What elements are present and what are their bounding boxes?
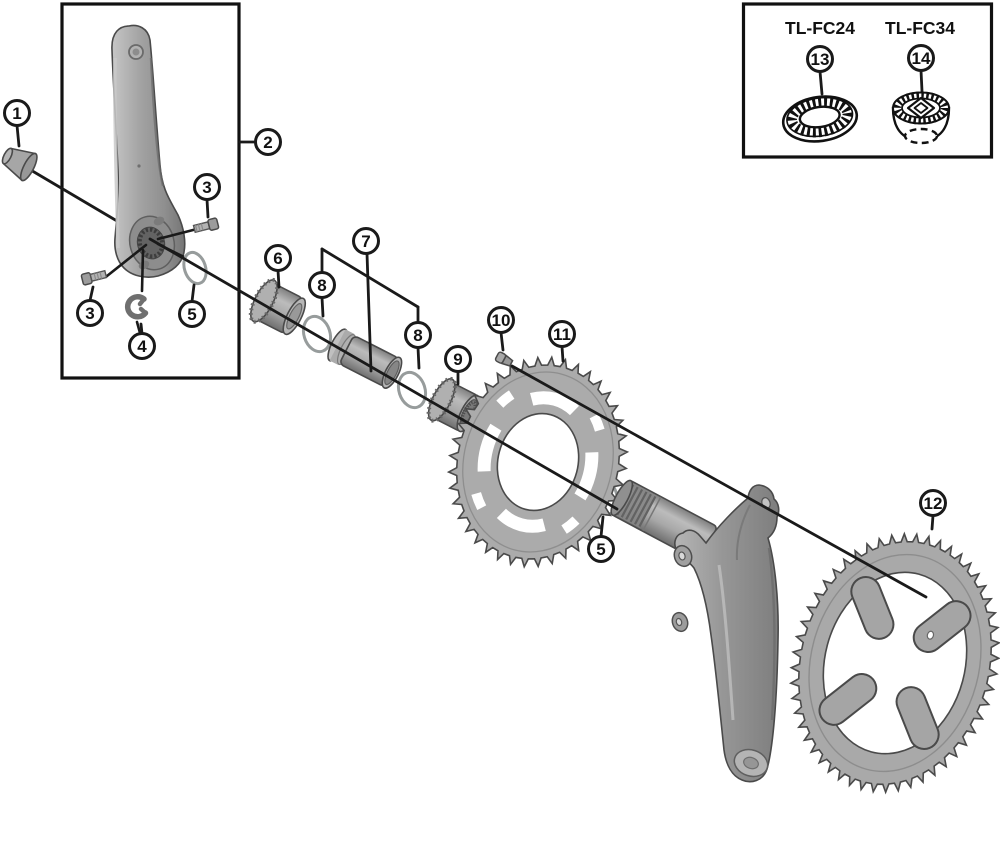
callout-10: 10 <box>487 306 515 352</box>
callout-3-bottom-number: 3 <box>85 304 94 323</box>
part-clamp-bolt-top <box>192 217 220 234</box>
tool-fc34-bottom-scallop <box>903 127 939 145</box>
callout-6: 6 <box>264 244 292 289</box>
chainring-small-body <box>446 355 630 569</box>
callout-1: 1 <box>3 99 31 148</box>
toolbox-frame <box>741 2 994 159</box>
part-right-crank-arm <box>671 484 780 783</box>
callout-12: 12 <box>919 489 947 531</box>
tool-fc34-diamond-inner <box>913 102 929 114</box>
tool-fc34-diamond <box>906 96 936 120</box>
callout-8-bracket <box>320 247 420 309</box>
tool-tl-fc34 <box>891 91 951 145</box>
callout-5-left: 5 <box>178 283 206 328</box>
tool-fc24-splines <box>786 96 853 138</box>
crank-pin-mark <box>137 164 141 168</box>
chainring-large-body <box>788 531 1000 795</box>
callout-1-number: 1 <box>12 104 21 123</box>
callout-5-left-number: 5 <box>187 305 196 324</box>
callout-8-right: 8 <box>404 305 432 370</box>
part-chainring-large <box>788 531 1000 795</box>
callout-4: 4 <box>128 322 156 360</box>
callout-3-top-number: 3 <box>202 178 211 197</box>
spider-boss-upper-hole <box>678 551 686 561</box>
toolbox: TL-FC24 TL-FC34 13 14 <box>741 2 994 159</box>
part-chainring-small <box>446 355 630 569</box>
part-bb-inner-cover <box>327 328 403 389</box>
callout-9-number: 9 <box>453 350 462 369</box>
part-crank-fixing-bolt <box>1 147 38 182</box>
crank-shadow-edge <box>149 57 165 187</box>
pedal-hole-inner <box>132 48 140 56</box>
callout-13: 13 <box>806 45 834 96</box>
chainring-large-lugs <box>818 576 972 750</box>
callout-2-number: 2 <box>263 133 272 152</box>
chainring-large-bevel <box>808 553 982 773</box>
clamp-slot-top <box>153 216 165 226</box>
spider-ridge <box>735 504 751 561</box>
arm-highlight <box>717 564 735 721</box>
spider-boss-lower-hole <box>675 617 683 627</box>
bb-bore-splines <box>137 227 165 259</box>
tool-tl-fc24 <box>781 95 859 143</box>
part-o-ring-5-left <box>182 250 208 286</box>
callout-4-number: 4 <box>137 337 147 356</box>
callout-3-top: 3 <box>193 173 221 219</box>
tool-fc34-splines <box>893 91 949 125</box>
callout-8-left-number: 8 <box>317 276 326 295</box>
callout-14: 14 <box>907 44 935 93</box>
callout-2: 2 <box>238 128 282 156</box>
callout-12-number: 12 <box>924 494 943 513</box>
tool-label-tl-fc34: TL-FC34 <box>885 18 955 38</box>
axis-line-main <box>148 237 619 511</box>
part-left-crank-arm <box>111 24 186 278</box>
tool-label-tl-fc24: TL-FC24 <box>785 18 855 38</box>
callout-5-right-number: 5 <box>596 540 605 559</box>
callout-7: 7 <box>352 227 380 373</box>
part-bb-cup-left <box>248 277 307 336</box>
part-chainring-bolt <box>494 351 514 367</box>
axle-splines <box>616 484 657 528</box>
cup-flange-ribs <box>248 277 280 324</box>
lug-notch <box>926 630 935 640</box>
part-safety-plate <box>124 294 149 335</box>
callout-10-number: 10 <box>492 311 511 330</box>
callout-6-number: 6 <box>273 249 282 268</box>
callout-11: 11 <box>548 320 576 363</box>
arm-shadow <box>767 547 776 721</box>
callout-8-right-number: 8 <box>413 326 422 345</box>
axis-line-chainring-bolt <box>510 364 928 599</box>
callout-8-left: 8 <box>308 247 420 318</box>
callout-7-number: 7 <box>361 232 370 251</box>
pedal-boss-hole <box>743 756 759 770</box>
callout-3-bottom: 3 <box>76 285 104 327</box>
crank-highlight <box>113 57 120 249</box>
part-clamp-bolt-bottom <box>80 269 108 286</box>
axis-line-left <box>27 167 119 223</box>
chainring-small-bevel <box>462 371 614 553</box>
callout-13-number: 13 <box>811 50 830 69</box>
callout-11-number: 11 <box>553 325 571 344</box>
callout-14-number: 14 <box>912 49 931 68</box>
left-crank-box <box>60 2 241 380</box>
callout-9: 9 <box>444 345 472 386</box>
callout-5-right: 5 <box>587 515 615 563</box>
chainring-small-slots <box>477 391 599 533</box>
